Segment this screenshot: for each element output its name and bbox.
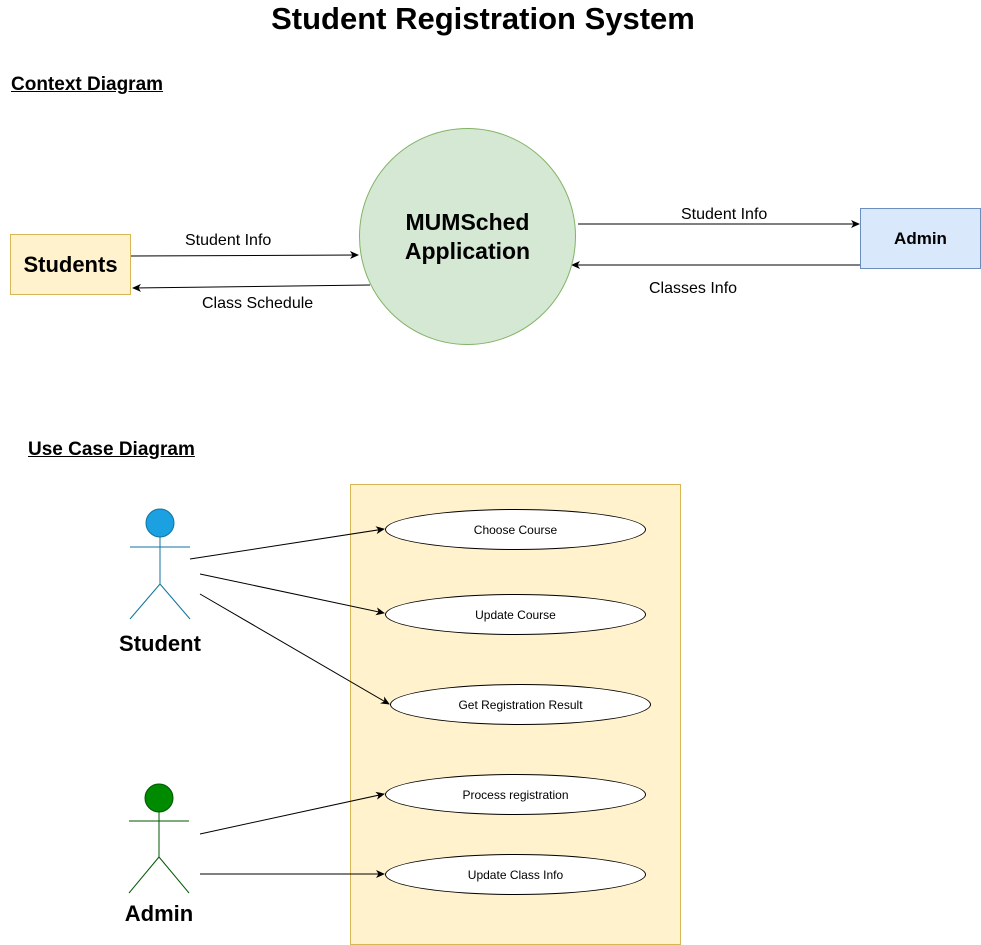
flow-label-student-info-right: Student Info: [681, 206, 768, 223]
use-case-diagram-heading: Use Case Diagram: [28, 439, 195, 460]
student-actor-figure: [129, 508, 191, 620]
use-case-get-registration-result: Get Registration Result: [390, 684, 651, 725]
assoc-admin-process-registration: [199, 791, 385, 835]
admin-actor-right-leg: [158, 856, 190, 894]
admin-actor-label: Admin: [124, 901, 194, 926]
flow-label-class-schedule: Class Schedule: [202, 295, 314, 312]
admin-actor-head: [144, 783, 174, 813]
admin-actor-left-leg: [128, 856, 160, 894]
student-actor-left-leg: [129, 583, 161, 620]
student-actor-right-leg: [159, 583, 191, 620]
mumsched-process: MUMSched Application: [359, 128, 576, 345]
process-name-line2: Application: [404, 237, 531, 264]
flow-label-student-info-left: Student Info: [185, 232, 272, 249]
use-case-choose-course: Choose Course: [385, 509, 646, 550]
admin-entity: Admin: [860, 208, 981, 269]
diagram-title: Student Registration System: [271, 1, 695, 36]
assoc-student-get-result: [199, 593, 390, 705]
flow-label-classes-info: Classes Info: [649, 280, 738, 297]
use-case-process-registration: Process registration: [385, 774, 646, 815]
students-entity: Students: [10, 234, 131, 295]
process-name-line1: MUMSched: [405, 208, 530, 235]
assoc-student-update-course: [199, 573, 385, 616]
use-case-update-class-info: Update Class Info: [385, 854, 646, 895]
assoc-student-choose-course: [189, 526, 385, 560]
student-actor-head: [145, 508, 175, 538]
flow-students-to-process: [130, 251, 359, 260]
context-diagram-heading: Context Diagram: [11, 74, 164, 95]
use-case-update-course: Update Course: [385, 594, 646, 635]
admin-actor-figure: [128, 783, 190, 894]
flow-process-to-students: [132, 283, 371, 292]
student-actor-label: Student: [119, 631, 201, 656]
